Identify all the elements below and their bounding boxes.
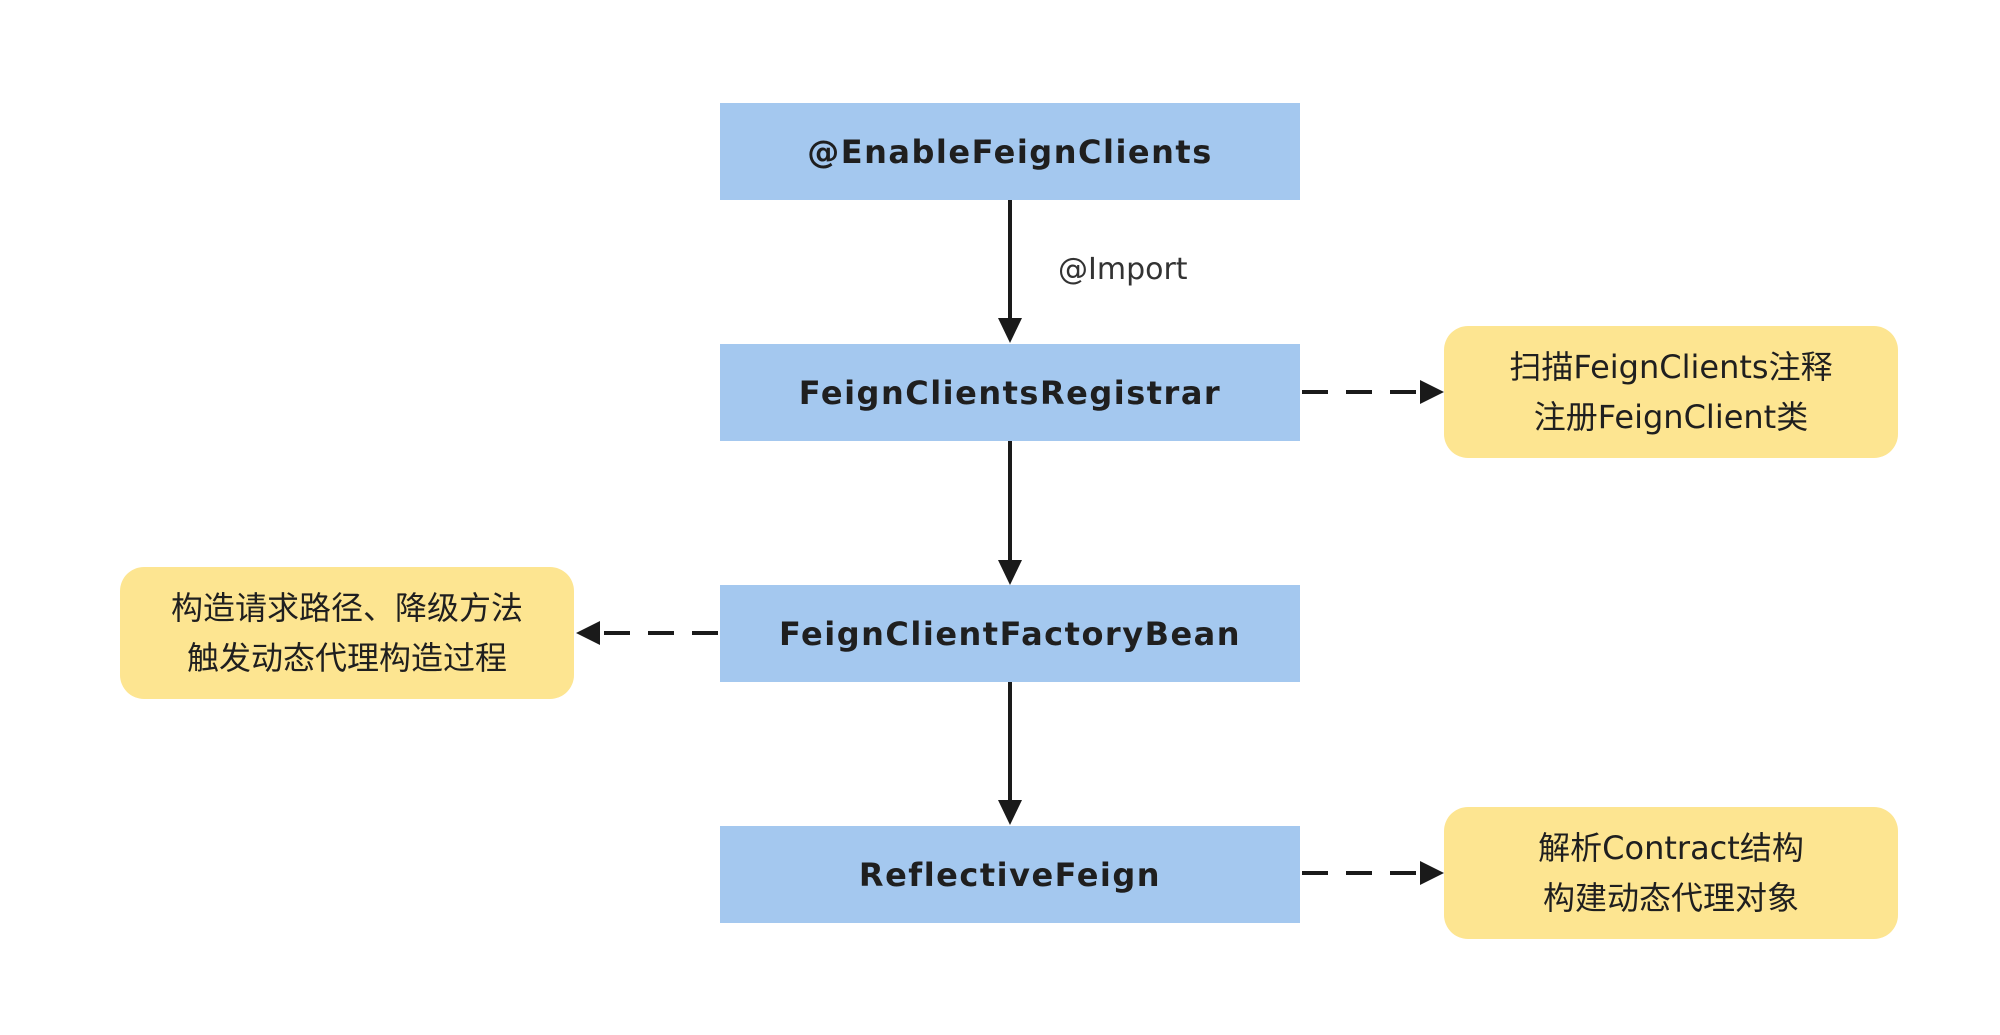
- node-reflective-feign: ReflectiveFeign: [720, 826, 1300, 923]
- note-registrar: 扫描FeignClients注释 注册FeignClient类: [1444, 326, 1898, 458]
- note-factory-line-1: 构造请求路径、降级方法: [170, 589, 523, 627]
- note-reflective-line-2: 构建动态代理对象: [1542, 879, 1799, 917]
- node-feign-clients-registrar: FeignClientsRegistrar: [720, 344, 1300, 441]
- note-factory-line-2: 触发动态代理构造过程: [186, 639, 507, 677]
- note-registrar-line-2: 注册FeignClient类: [1533, 398, 1809, 436]
- edge-label-import: @Import: [1058, 252, 1188, 287]
- node-enable-feign-clients: @EnableFeignClients: [720, 103, 1300, 200]
- edge-factory-to-reflective: [998, 682, 1022, 825]
- dashed-connector-reflective-note: [1302, 861, 1444, 885]
- dashed-connector-registrar-note: [1302, 380, 1444, 404]
- note-reflective: 解析Contract结构 构建动态代理对象: [1444, 807, 1898, 939]
- node-feign-client-factory-bean: FeignClientFactoryBean: [720, 585, 1300, 682]
- edge-enable-to-registrar: [998, 200, 1022, 343]
- note-factory: 构造请求路径、降级方法 触发动态代理构造过程: [120, 567, 574, 699]
- note-registrar-line-1: 扫描FeignClients注释: [1509, 348, 1833, 386]
- dashed-connector-factory-note: [576, 621, 718, 645]
- edge-registrar-to-factory: [998, 441, 1022, 585]
- note-reflective-line-1: 解析Contract结构: [1538, 829, 1804, 867]
